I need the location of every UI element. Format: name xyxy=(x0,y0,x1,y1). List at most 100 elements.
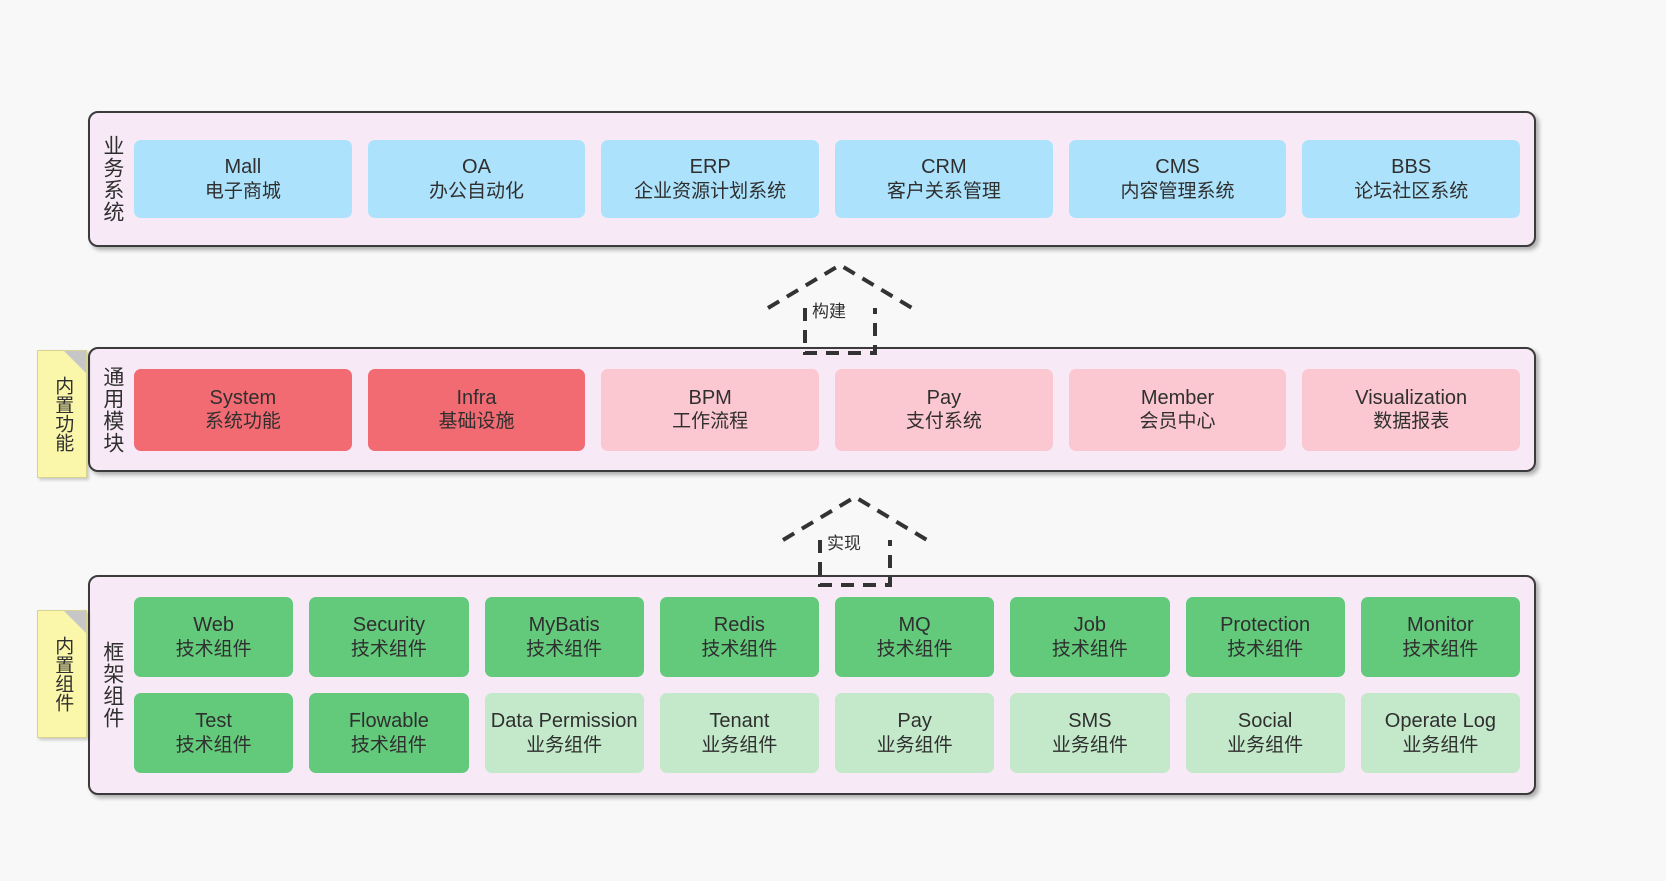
card-monitor-title: Monitor xyxy=(1407,614,1474,637)
card-monitor[interactable]: Monitor 技术组件 xyxy=(1360,597,1520,677)
card-system[interactable]: System 系统功能 xyxy=(134,368,352,451)
card-crm[interactable]: CRM 客户关系管理 xyxy=(835,140,1053,218)
card-flowable-subtitle: 技术组件 xyxy=(350,734,427,756)
business-card-row: Mall 电子商城 OA 办公自动化 ERP 企业资源计划系统 CRM 客户关系… xyxy=(134,140,1521,218)
card-infra-subtitle: 基础设施 xyxy=(438,411,515,433)
card-pay-module-title: Pay xyxy=(926,386,962,409)
connector-implement-arrow-icon xyxy=(781,494,929,587)
card-operate-log-subtitle: 业务组件 xyxy=(1402,734,1479,756)
card-crm-subtitle: 客户关系管理 xyxy=(886,180,1001,202)
card-operate-log[interactable]: Operate Log 业务组件 xyxy=(1360,693,1520,773)
card-bbs-title: BBS xyxy=(1391,156,1432,179)
card-mall-title: Mall xyxy=(224,156,262,179)
card-sms-subtitle: 业务组件 xyxy=(1051,734,1128,756)
card-data-permission-subtitle: 业务组件 xyxy=(526,734,603,756)
sticky-fold-corner-icon xyxy=(64,351,86,373)
card-web-title: Web xyxy=(193,614,234,637)
card-oa-title: OA xyxy=(462,156,491,179)
card-pay-component[interactable]: Pay 业务组件 xyxy=(835,693,995,773)
card-erp[interactable]: ERP 企业资源计划系统 xyxy=(601,140,820,218)
card-pay-module[interactable]: Pay 支付系统 xyxy=(835,368,1053,451)
card-mq[interactable]: MQ 技术组件 xyxy=(835,597,995,677)
card-system-subtitle: 系统功能 xyxy=(204,411,281,433)
connector-implement-label: 实现 xyxy=(827,534,861,553)
card-tenant-title: Tenant xyxy=(709,710,770,733)
card-social[interactable]: Social 业务组件 xyxy=(1185,693,1345,773)
card-infra[interactable]: Infra 基础设施 xyxy=(367,368,586,451)
sticky-note-builtin-features: 内置功能 xyxy=(37,350,87,478)
card-infra-title: Infra xyxy=(456,386,497,409)
card-tenant[interactable]: Tenant 业务组件 xyxy=(659,693,819,773)
card-cms-title: CMS xyxy=(1155,156,1200,179)
card-bbs[interactable]: BBS 论坛社区系统 xyxy=(1302,140,1521,218)
card-job[interactable]: Job 技术组件 xyxy=(1010,597,1170,677)
card-crm-title: CRM xyxy=(921,156,967,179)
card-pay-module-subtitle: 支付系统 xyxy=(905,411,982,433)
card-redis-title: Redis xyxy=(713,614,765,637)
card-system-title: System xyxy=(209,386,277,409)
card-security[interactable]: Security 技术组件 xyxy=(309,597,469,677)
framework-card-row-2: Test 技术组件 Flowable 技术组件 Data Permission … xyxy=(134,693,1520,773)
card-sms[interactable]: SMS 业务组件 xyxy=(1010,693,1170,773)
card-bpm-subtitle: 工作流程 xyxy=(672,411,749,433)
card-test-subtitle: 技术组件 xyxy=(175,734,252,756)
card-redis[interactable]: Redis 技术组件 xyxy=(659,597,819,677)
layer-business-systems: 业务系统 Mall 电子商城 OA 办公自动化 ERP 企业资源计划系统 CRM… xyxy=(88,111,1536,247)
card-visualization[interactable]: Visualization 数据报表 xyxy=(1302,368,1521,451)
card-oa-subtitle: 办公自动化 xyxy=(429,180,525,202)
card-oa[interactable]: OA 办公自动化 xyxy=(367,140,586,218)
card-mall-subtitle: 电子商城 xyxy=(204,180,281,202)
card-mybatis-subtitle: 技术组件 xyxy=(526,638,603,660)
card-job-title: Job xyxy=(1073,614,1106,637)
card-pay-component-title: Pay xyxy=(897,710,932,733)
layer-body-common: System 系统功能 Infra 基础设施 BPM 工作流程 Pay 支付系统… xyxy=(134,349,1534,470)
card-security-subtitle: 技术组件 xyxy=(350,638,427,660)
sticky-note-builtin-features-label: 内置功能 xyxy=(52,376,74,452)
card-member[interactable]: Member 会员中心 xyxy=(1068,368,1287,451)
card-flowable-title: Flowable xyxy=(348,710,429,733)
framework-card-rows: Web 技术组件 Security 技术组件 MyBatis 技术组件 Redi… xyxy=(134,597,1520,773)
layer-title-common: 通用模块 xyxy=(100,365,124,454)
card-erp-subtitle: 企业资源计划系统 xyxy=(634,180,787,202)
card-data-permission-title: Data Permission xyxy=(490,710,638,733)
card-security-title: Security xyxy=(352,614,425,637)
card-bbs-subtitle: 论坛社区系统 xyxy=(1354,180,1469,202)
card-erp-title: ERP xyxy=(689,156,731,179)
card-mybatis-title: MyBatis xyxy=(528,614,600,637)
card-member-subtitle: 会员中心 xyxy=(1139,411,1216,433)
card-data-permission[interactable]: Data Permission 业务组件 xyxy=(484,693,644,773)
card-pay-component-subtitle: 业务组件 xyxy=(876,734,953,756)
card-cms[interactable]: CMS 内容管理系统 xyxy=(1068,140,1287,218)
card-visualization-subtitle: 数据报表 xyxy=(1373,411,1450,433)
card-protection[interactable]: Protection 技术组件 xyxy=(1185,597,1345,677)
card-test[interactable]: Test 技术组件 xyxy=(134,693,294,773)
connector-implement: 实现 xyxy=(765,487,945,587)
layer-common-modules: 通用模块 System 系统功能 Infra 基础设施 BPM 工作流程 Pay… xyxy=(88,347,1536,472)
card-protection-subtitle: 技术组件 xyxy=(1227,638,1304,660)
card-bpm-title: BPM xyxy=(688,386,732,409)
card-bpm[interactable]: BPM 工作流程 xyxy=(601,368,820,451)
card-visualization-title: Visualization xyxy=(1355,386,1468,409)
sticky-fold-corner-icon xyxy=(64,611,86,633)
sticky-note-builtin-components: 内置组件 xyxy=(37,610,87,738)
connector-build-label: 构建 xyxy=(812,302,846,321)
card-mq-title: MQ xyxy=(898,614,931,637)
layer-title-framework: 框架组件 xyxy=(100,641,124,729)
card-social-subtitle: 业务组件 xyxy=(1227,734,1304,756)
common-card-row: System 系统功能 Infra 基础设施 BPM 工作流程 Pay 支付系统… xyxy=(134,368,1521,451)
card-protection-title: Protection xyxy=(1220,614,1311,637)
card-mybatis[interactable]: MyBatis 技术组件 xyxy=(484,597,644,677)
layer-body-business: Mall 电子商城 OA 办公自动化 ERP 企业资源计划系统 CRM 客户关系… xyxy=(134,113,1534,245)
connector-build: 构建 xyxy=(750,255,930,355)
card-sms-title: SMS xyxy=(1068,710,1112,733)
card-web[interactable]: Web 技术组件 xyxy=(134,597,294,677)
layer-title-business: 业务系统 xyxy=(100,135,124,223)
card-mall[interactable]: Mall 电子商城 xyxy=(134,140,352,218)
layer-body-framework: Web 技术组件 Security 技术组件 MyBatis 技术组件 Redi… xyxy=(134,577,1534,793)
layer-framework-components: 框架组件 Web 技术组件 Security 技术组件 MyBatis 技术组件 xyxy=(88,575,1536,795)
card-social-title: Social xyxy=(1237,710,1293,733)
card-flowable[interactable]: Flowable 技术组件 xyxy=(309,693,469,773)
card-member-title: Member xyxy=(1140,386,1215,409)
card-monitor-subtitle: 技术组件 xyxy=(1402,638,1479,660)
